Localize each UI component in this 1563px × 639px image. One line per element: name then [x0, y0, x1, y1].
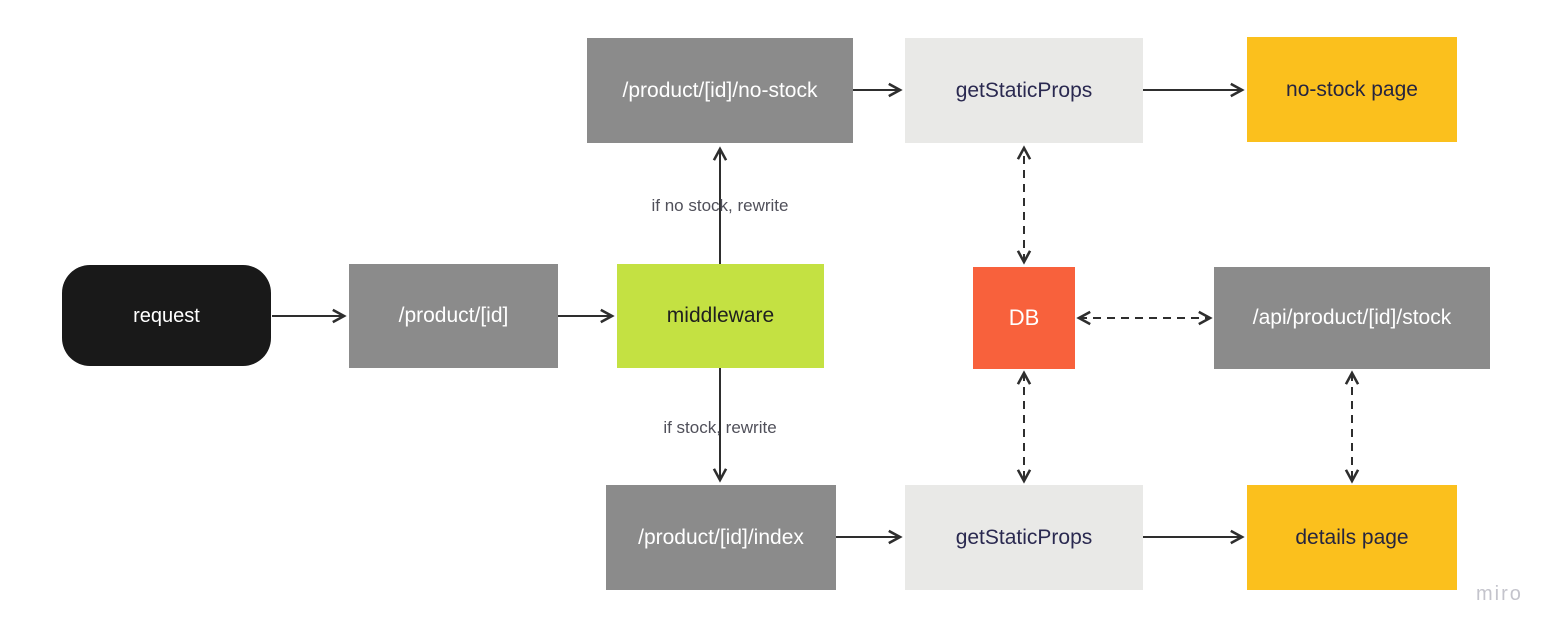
node-request[interactable]: request — [62, 265, 271, 366]
node-getstaticprops-bottom[interactable]: getStaticProps — [905, 485, 1143, 590]
miro-watermark: miro — [1476, 583, 1523, 605]
node-product-index-route[interactable]: /product/[id]/index — [606, 485, 836, 590]
node-details-page[interactable]: details page — [1247, 485, 1457, 590]
node-db[interactable]: DB — [973, 267, 1075, 369]
edge-label-if-stock[interactable]: if stock, rewrite — [663, 418, 777, 437]
edge-label-if-no-stock[interactable]: if no stock, rewrite — [651, 196, 789, 215]
node-getstaticprops-top[interactable]: getStaticProps — [905, 38, 1143, 143]
node-no-stock-page[interactable]: no-stock page — [1247, 37, 1457, 142]
node-product-route[interactable]: /product/[id] — [349, 264, 558, 368]
node-no-stock-route[interactable]: /product/[id]/no-stock — [587, 38, 853, 143]
node-middleware[interactable]: middleware — [617, 264, 824, 368]
node-api-stock-route[interactable]: /api/product/[id]/stock — [1214, 267, 1490, 369]
